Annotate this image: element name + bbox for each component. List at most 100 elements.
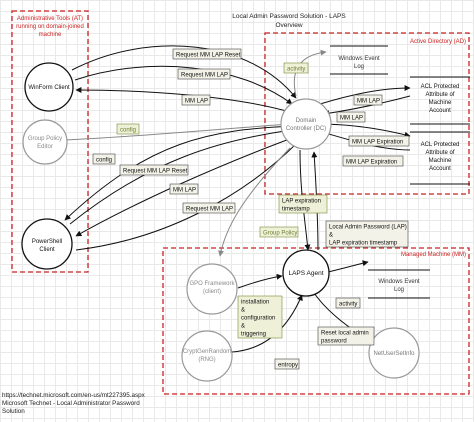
zone-managed-machine (162, 247, 470, 395)
acl-attribute-text: Attribute of (425, 150, 454, 156)
acl-attribute-expiration: ACL Protected Attribute of Machine Accou… (410, 131, 470, 185)
cryptgenrandom-label: CryptGenRandom (183, 349, 231, 355)
edge-label-text: MM LAP (340, 116, 363, 122)
arrow-gpo-to-agent (237, 273, 283, 289)
edge-label-text: MM LAP (185, 99, 208, 105)
arrow-winform-to-dc-request (74, 65, 293, 105)
windows-event-log-ad-label: Log (354, 64, 364, 70)
acl-attribute-local-admin: ACL Protected Attribute of Machine Accou… (410, 76, 470, 125)
edge-label-text: Local Admin Password (LAP) (329, 225, 407, 231)
arrow-winform-to-dc-reset (71, 45, 297, 99)
zone-managed-machine-label: Managed Machine (MM) (401, 252, 466, 258)
gpo-framework-label: GPO Framework (189, 281, 235, 287)
label-activity-mm: activity (335, 297, 361, 309)
winform-client-label: WinForm Client (28, 85, 70, 91)
edge-label-text: MM LAP Expiration (352, 140, 403, 146)
domain-controller-node[interactable]: Domain Controller (DC) (280, 98, 332, 150)
acl-attribute-text: Account (429, 166, 451, 172)
edge-label-text: activity (339, 302, 357, 308)
zone-active-directory-label: Active Directory (AD) (410, 39, 466, 45)
label-group-policy: Group Policy (259, 226, 299, 238)
edge-label-text: config (120, 128, 136, 134)
label-config-ps: config (92, 153, 116, 165)
zone-active-directory (264, 32, 470, 195)
label-mm-lap-top: MM LAP (181, 94, 211, 106)
gpo-framework-node[interactable]: GPO Framework (client) (186, 263, 238, 315)
label-activity-ad: activity (283, 62, 309, 74)
edge-label-text: triggering (241, 332, 266, 338)
edge-label-text: MM LAP (173, 188, 196, 194)
gpo-framework-label: (client) (203, 289, 221, 295)
zone-admin-tools-label: running on domain-joined (16, 24, 84, 30)
arrow-dc-to-acl2 (323, 123, 411, 138)
windows-event-log-mm-label: Windows Event (378, 279, 420, 285)
label-mm-lap-acl1-b: MM LAP (336, 111, 366, 123)
acl-attribute-text: Machine (429, 100, 452, 106)
acl-attribute-text: Attribute of (425, 92, 454, 98)
source-url[interactable]: https://technet.microsoft.com/en-us/mt22… (2, 392, 145, 399)
zone-admin-tools-label: Administrative Tools (AT) (17, 16, 83, 22)
label-mm-lap-expiration-a: MM LAP Expiration (348, 135, 410, 147)
label-request-mm-lap-reset-top: Request MM LAP Reset (172, 48, 242, 60)
edge-label-text: activity (287, 67, 305, 73)
edge-label-text: Request MM LAP (186, 207, 233, 213)
label-mm-lap-expiration-b: MM LAP Expiration (342, 155, 404, 167)
label-request-mm-lap-top: Request MM LAP (177, 68, 231, 80)
label-installation: installation & configuration & triggering (237, 295, 283, 339)
source-note: https://technet.microsoft.com/en-us/mt22… (2, 392, 172, 416)
arrow-dc-to-eventlog (293, 49, 327, 97)
group-policy-editor-label: Editor (37, 144, 53, 150)
edge-label-text: timestamp (282, 207, 310, 213)
arrow-dc-to-ps-lap (75, 137, 293, 237)
arrow-ps-to-dc-reset (69, 127, 293, 225)
acl-attribute-text: Account (429, 108, 451, 114)
cryptgenrandom-node[interactable]: CryptGenRandom (RNG) (181, 330, 233, 382)
edge-label-text: MM LAP (357, 99, 380, 105)
acl-attribute-text: ACL Protected (421, 84, 460, 90)
arrow-dc-to-gpo (218, 147, 291, 257)
arrow-acl1-to-dc (323, 95, 411, 117)
edge-labels: Request MM LAP Reset Request MM LAP MM L… (92, 48, 410, 370)
zone-admin-tools-label: machine (39, 32, 62, 38)
powershell-client-label: Client (39, 247, 55, 253)
edge-label-text: configuration (241, 316, 275, 322)
domain-controller-label: Controller (DC) (286, 126, 326, 132)
label-mm-lap-acl1-a: MM LAP (353, 94, 383, 106)
edge-label-text: entropy (278, 363, 298, 369)
edge-label-text: Request MM LAP Reset (123, 169, 188, 175)
acl-attribute-text: Machine (429, 158, 452, 164)
netusersetinfo-label: NetUserSetInfo (373, 351, 415, 357)
powershell-client-node[interactable]: PowerShell Client (21, 218, 73, 270)
source-caption: Solution (2, 408, 25, 415)
arrow-dc-to-winform-lap (75, 87, 291, 113)
label-config-gpe: config (116, 123, 140, 135)
label-mm-lap-ps: MM LAP (169, 183, 199, 195)
group-policy-editor-node[interactable]: Group Policy Editor (22, 119, 68, 165)
netusersetinfo-node[interactable]: NetUserSetInfo (368, 327, 420, 379)
edge-label-text: installation (241, 300, 269, 306)
label-lap-expiration-timestamp: LAP expiration timestamp (278, 194, 328, 214)
laps-agent-label: LAPS Agent (288, 270, 323, 277)
windows-event-log-ad: Windows Event Log (330, 45, 388, 75)
acl-attribute-text: ACL Protected (421, 142, 460, 148)
arrow-gpe-to-dc (62, 121, 291, 141)
arrow-ps-to-dc-request (75, 141, 299, 251)
label-request-mm-lap-ps: Request MM LAP (182, 202, 236, 214)
winform-client-node[interactable]: WinForm Client (24, 62, 74, 112)
powershell-client-label: PowerShell (32, 239, 62, 245)
edge-label-text: Request MM LAP (181, 73, 228, 79)
laps-agent-node[interactable]: LAPS Agent (282, 249, 330, 297)
edge-label-text: & (241, 308, 245, 314)
edge-label-text: Reset local admin (321, 331, 369, 337)
edge-label-text: MM LAP Expiration (346, 160, 397, 166)
label-request-mm-lap-reset-ps: Request MM LAP Reset (119, 164, 189, 176)
edge-label-text: LAP expiration (282, 199, 321, 205)
domain-controller-label: Domain (296, 118, 317, 124)
diagram-title: Local Admin Password Solution - LAPS (232, 13, 346, 20)
edge-label-text: & (241, 324, 245, 330)
edge-label-text: config (96, 158, 112, 164)
cryptgenrandom-label: (RNG) (198, 357, 215, 363)
